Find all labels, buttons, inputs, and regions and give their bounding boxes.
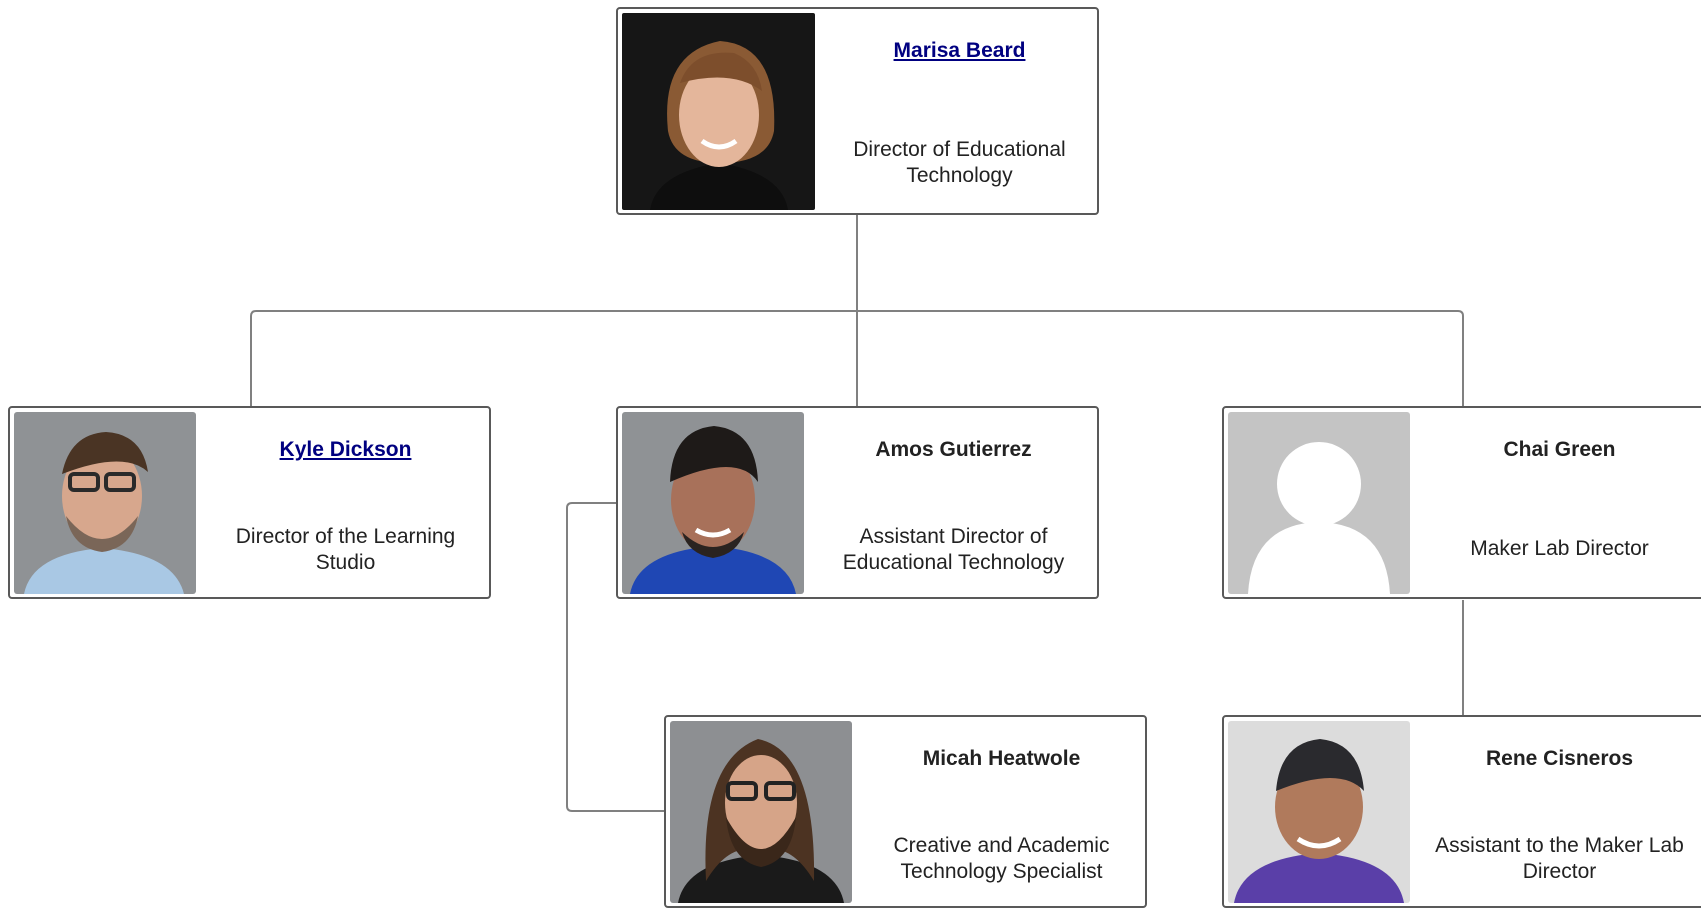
person-photo xyxy=(14,412,196,594)
person-title: Creative and Academic Technology Special… xyxy=(893,834,1110,883)
person-name-link[interactable]: Marisa Beard xyxy=(893,39,1026,62)
person-title: Assistant Director of Educational Techno… xyxy=(842,525,1065,574)
person-card-rene-cisneros: Rene Cisneros Assistant to the Maker Lab… xyxy=(1222,715,1701,908)
person-photo xyxy=(1228,721,1410,903)
connector-to-chai xyxy=(857,310,1464,407)
person-photo xyxy=(670,721,852,903)
person-name: Micah Heatwole xyxy=(922,747,1081,770)
person-info: Micah Heatwole Creative and Academic Tec… xyxy=(866,717,1137,906)
person-title: Assistant to the Maker Lab Director xyxy=(1435,834,1684,883)
person-card-kyle-dickson: Kyle Dickson Director of the Learning St… xyxy=(8,406,491,599)
person-info: Kyle Dickson Director of the Learning St… xyxy=(210,408,481,597)
person-info: Rene Cisneros Assistant to the Maker Lab… xyxy=(1424,717,1695,906)
person-photo xyxy=(622,13,815,210)
person-name: Rene Cisneros xyxy=(1485,747,1634,770)
person-name-link[interactable]: Kyle Dickson xyxy=(279,438,412,461)
person-info: Chai Green Maker Lab Director xyxy=(1424,408,1695,597)
person-silhouette-icon xyxy=(1228,412,1410,594)
person-title: Maker Lab Director xyxy=(1470,537,1649,560)
person-title: Director of Educational Technology xyxy=(853,138,1066,187)
person-photo xyxy=(622,412,804,594)
connector-to-kyle xyxy=(250,310,857,407)
person-name: Amos Gutierrez xyxy=(875,438,1032,461)
person-card-chai-green: Chai Green Maker Lab Director xyxy=(1222,406,1701,599)
person-title: Director of the Learning Studio xyxy=(235,525,456,574)
person-card-micah-heatwole: Micah Heatwole Creative and Academic Tec… xyxy=(664,715,1147,908)
person-info: Marisa Beard Director of Educational Tec… xyxy=(830,9,1089,213)
person-card-marisa-beard: Marisa Beard Director of Educational Tec… xyxy=(616,7,1099,215)
person-card-amos-gutierrez: Amos Gutierrez Assistant Director of Edu… xyxy=(616,406,1099,599)
person-info: Amos Gutierrez Assistant Director of Edu… xyxy=(818,408,1089,597)
person-photo-placeholder xyxy=(1228,412,1410,594)
person-name: Chai Green xyxy=(1503,438,1616,461)
